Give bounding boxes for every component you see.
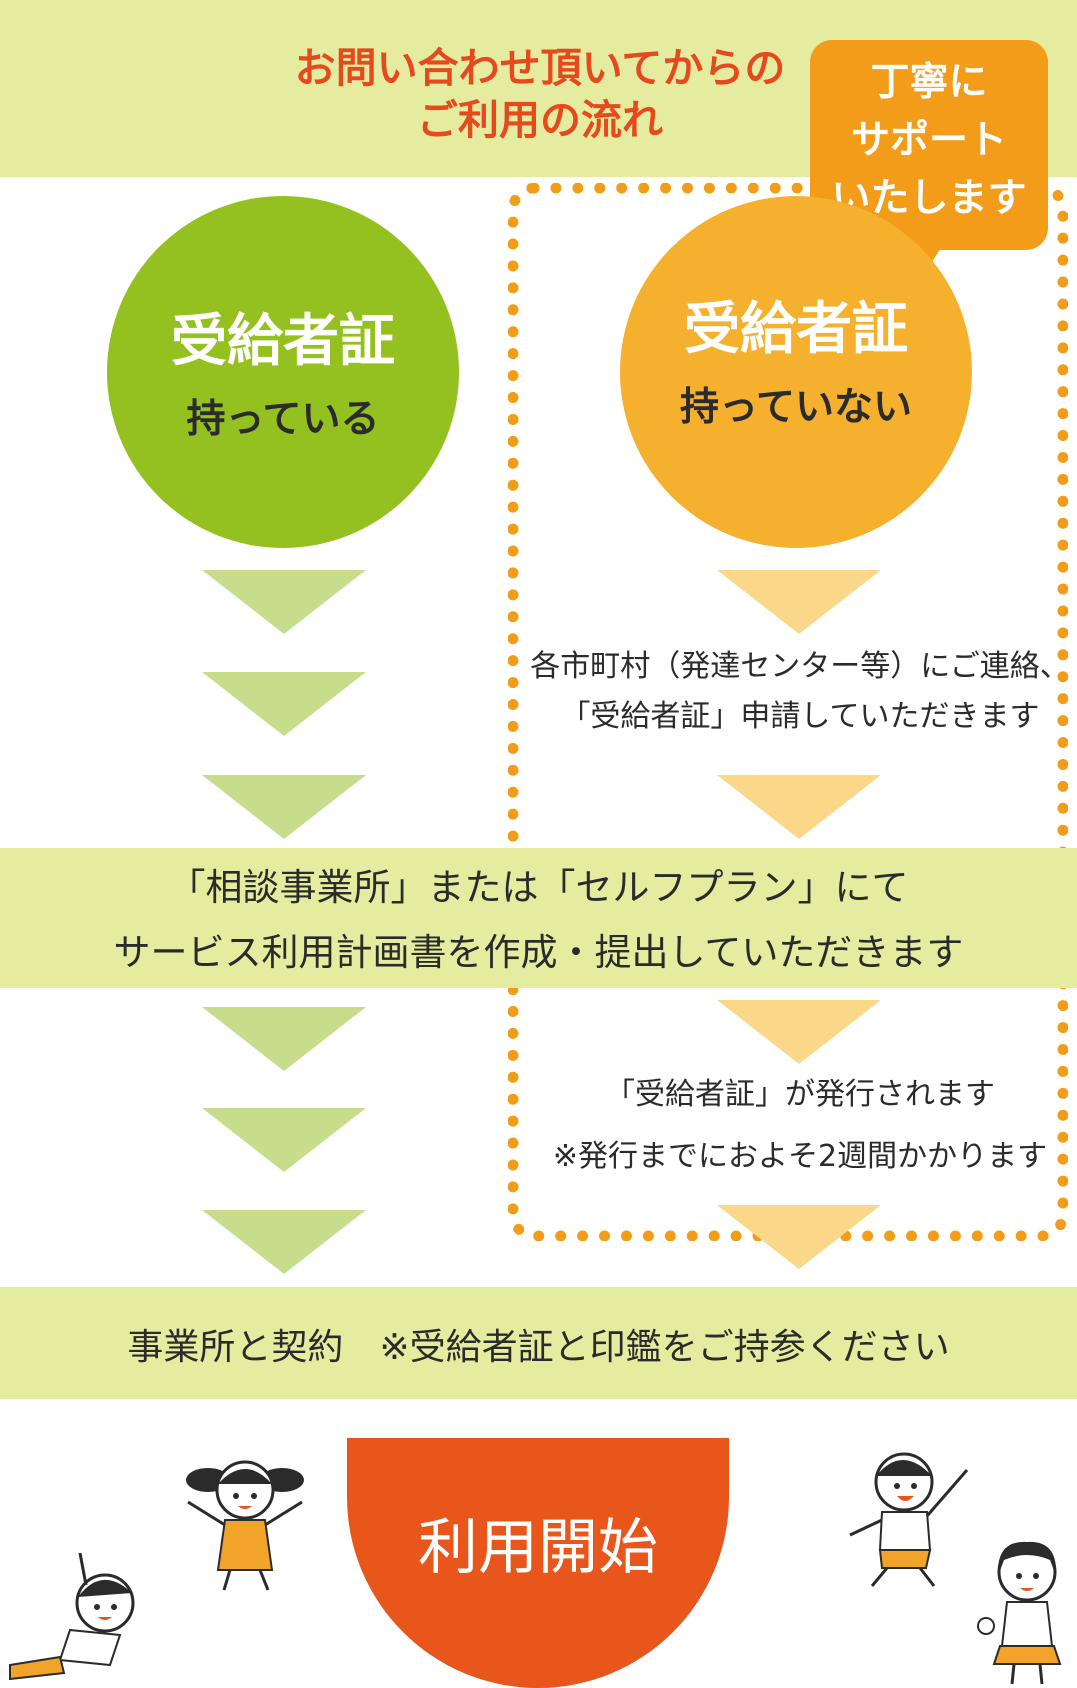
plan-band [0, 848, 1077, 988]
start-usage-label: 利用開始 [418, 1513, 658, 1583]
contract-band-text: 事業所と契約 ※受給者証と印鑑をご持参ください [127, 1327, 950, 1368]
bubble-line-1: 丁寧に [870, 60, 988, 105]
left-arrow-2 [202, 672, 366, 736]
kid-girl-bob-illustration [977, 1541, 1062, 1685]
no-certificate-circle: 受給者証 持っていない [620, 196, 972, 548]
bubble-line-2: サポート [850, 118, 1007, 163]
right-arrow-2 [717, 775, 881, 839]
kid-girl-pigtails-illustration [186, 1460, 304, 1591]
right-circle-title: 受給者証 [684, 297, 908, 362]
right-step2-line1: 「受給者証」が発行されます [605, 1077, 995, 1112]
left-arrow-5 [202, 1108, 366, 1172]
plan-band-line2: サービス利用計画書を作成・提出していただきます [113, 931, 964, 974]
right-step2-line2: ※発行までにおよそ2週間かかります [552, 1139, 1048, 1174]
contract-band [0, 1287, 1077, 1399]
left-circle-subtitle: 持っている [186, 397, 380, 442]
plan-band-line1: 「相談事業所」または「セルフプラン」にて [168, 866, 909, 909]
kid-boy-lying-illustration [9, 1552, 135, 1681]
right-step1-line1: 各市町村（発達センター等）にご連絡、 [530, 649, 1070, 684]
kid-boy-jumping-illustration [849, 1452, 969, 1587]
left-arrow-4 [202, 1007, 366, 1071]
left-arrow-6 [202, 1210, 366, 1274]
left-circle-title: 受給者証 [171, 309, 395, 374]
right-step1-line2: 「受給者証」申請していただきます [560, 699, 1040, 734]
title-line-1: お問い合わせ頂いてからの [294, 44, 786, 92]
left-arrow-3 [202, 775, 366, 839]
has-certificate-circle: 受給者証 持っている [107, 196, 459, 548]
right-arrow-4 [717, 1205, 881, 1269]
right-circle-subtitle: 持っていない [679, 385, 913, 430]
right-arrow-1 [717, 570, 881, 634]
right-arrow-3 [717, 1000, 881, 1064]
start-usage-shape: 利用開始 [347, 1438, 729, 1688]
left-arrow-1 [202, 570, 366, 634]
title-line-2: ご利用の流れ [417, 96, 663, 144]
